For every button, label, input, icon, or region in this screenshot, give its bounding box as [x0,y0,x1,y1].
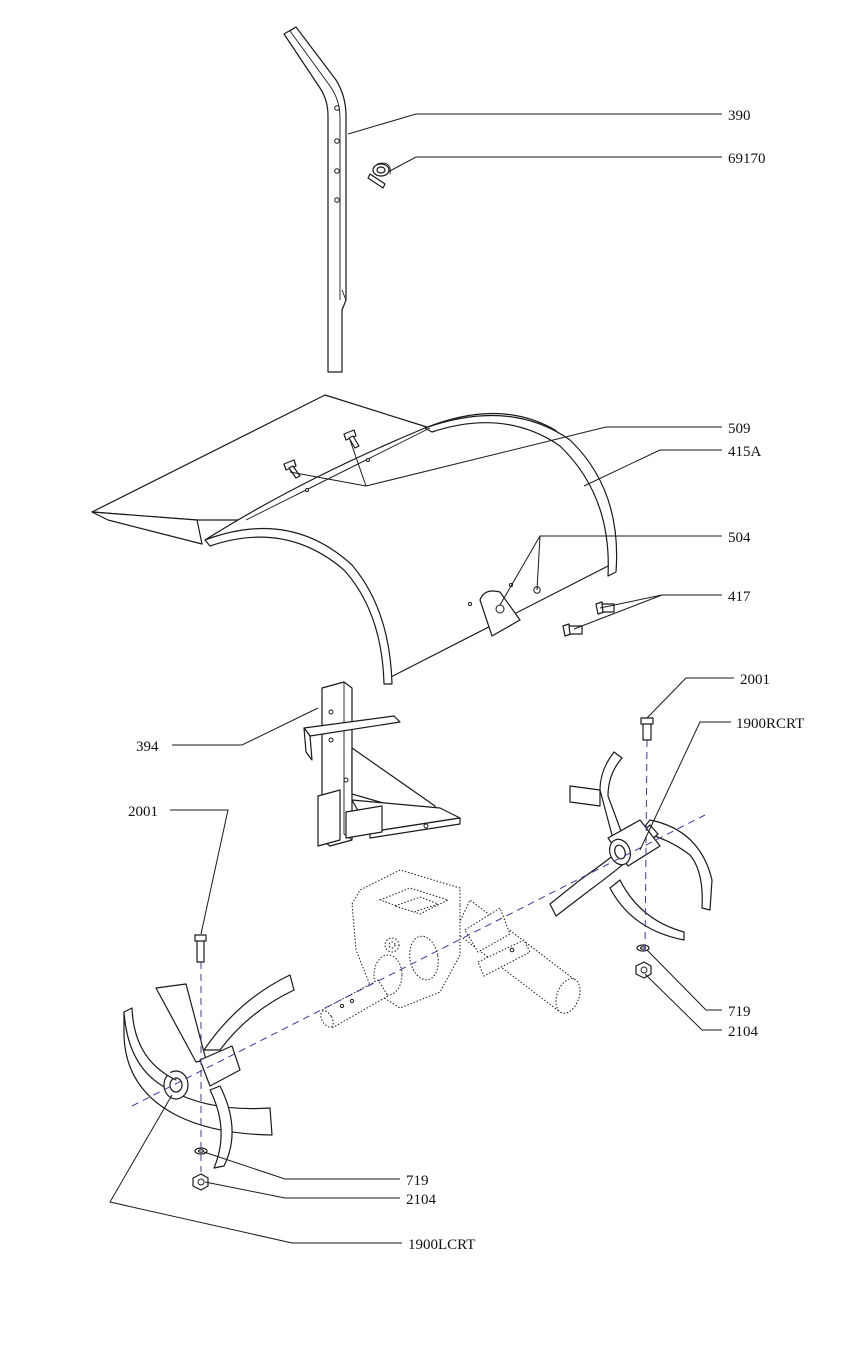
label-1900LCRT: 1900LCRT [408,1237,475,1253]
label-719-left: 719 [406,1173,429,1189]
part-1900RCRT-right-tines [549,751,713,941]
label-2001-right: 2001 [740,672,770,688]
label-2104-left: 2104 [406,1192,437,1208]
label-69170: 69170 [728,151,766,167]
label-394: 394 [136,739,159,755]
assembly-axes [131,739,706,1172]
leader-lines [109,113,734,1244]
part-69170-pin [367,162,391,189]
label-509: 509 [728,421,751,437]
label-2104-right: 2104 [728,1024,759,1040]
label-2001-left: 2001 [128,804,158,820]
label-1900RCRT: 1900RCRT [736,716,804,732]
part-394-bracket [303,681,461,847]
part-390-bar [283,26,347,373]
part-509-bolts [283,429,360,479]
label-417: 417 [728,589,751,605]
hardware-right [635,717,654,979]
part-labels: 390 69170 509 415A 504 417 2001 1900RCRT… [128,108,804,1253]
label-719-right: 719 [728,1004,751,1020]
label-390: 390 [728,108,751,124]
label-415A: 415A [728,444,762,460]
gearbox-assembly [320,869,581,1029]
part-415A-shield [91,394,618,685]
part-417-bolts [562,601,615,637]
part-1900LCRT-left-tines [123,974,295,1169]
label-504: 504 [728,530,751,546]
